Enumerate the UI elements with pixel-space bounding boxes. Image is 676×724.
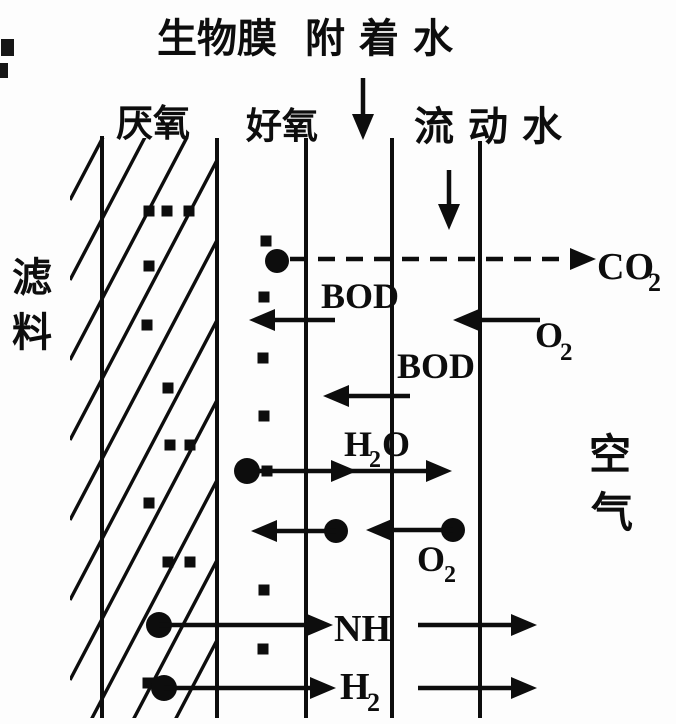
label-filter-media-char2: 料 — [12, 311, 52, 355]
label-flowing-water: 流动水 — [414, 105, 576, 149]
nh-outflow-arrow — [159, 614, 333, 636]
h2o-outflow-arrow — [259, 460, 452, 482]
h2-to-air-arrow — [418, 677, 537, 699]
bod-lower-arrow — [323, 385, 410, 407]
label-co2: CO — [597, 246, 654, 288]
flowing-water-inflow-arrow — [438, 170, 460, 230]
scan-artifact-marks — [0, 39, 14, 78]
label-attached-water: 附着水 — [305, 17, 467, 61]
label-o2-air-subscript: 2 — [560, 339, 573, 366]
attached-water-inflow-arrow — [352, 78, 374, 140]
biofilm-particle-dots — [141, 205, 273, 689]
label-nh: NH — [334, 608, 391, 650]
arrows — [159, 78, 596, 699]
layer-boundary-lines — [100, 136, 482, 718]
label-anaerobic: 厌氧 — [116, 103, 190, 144]
label-bod-upper: BOD — [321, 276, 399, 316]
label-aerobic: 好氧 — [245, 105, 318, 146]
label-filter-media-char1: 滤 — [12, 256, 52, 300]
label-h2o-h: H — [344, 424, 372, 464]
label-o2-air: O — [535, 315, 563, 355]
label-co2-subscript: 2 — [648, 268, 661, 297]
h2-outflow-arrow — [164, 677, 336, 699]
label-h2o-o: O — [382, 424, 410, 464]
microorganism-dots — [146, 249, 465, 701]
nh-to-air-arrow — [418, 614, 537, 636]
label-h2-subscript: 2 — [367, 688, 380, 717]
label-o2-mid: O — [417, 539, 445, 579]
label-h2o-subscript: 2 — [369, 447, 381, 473]
bod-upper-arrow — [249, 309, 335, 331]
label-bod-lower: BOD — [397, 346, 475, 386]
o2-inner-arrow — [251, 520, 336, 542]
o2-mid-arrow — [366, 519, 453, 541]
co2-release-arrow — [290, 248, 596, 270]
o2-from-air-arrow — [453, 309, 540, 331]
label-biofilm: 生物膜 — [157, 17, 277, 61]
label-h2: H — [340, 666, 370, 708]
label-o2-mid-subscript: 2 — [444, 562, 456, 588]
label-air-char2: 气 — [591, 489, 633, 536]
label-air-char1: 空 — [589, 431, 631, 478]
